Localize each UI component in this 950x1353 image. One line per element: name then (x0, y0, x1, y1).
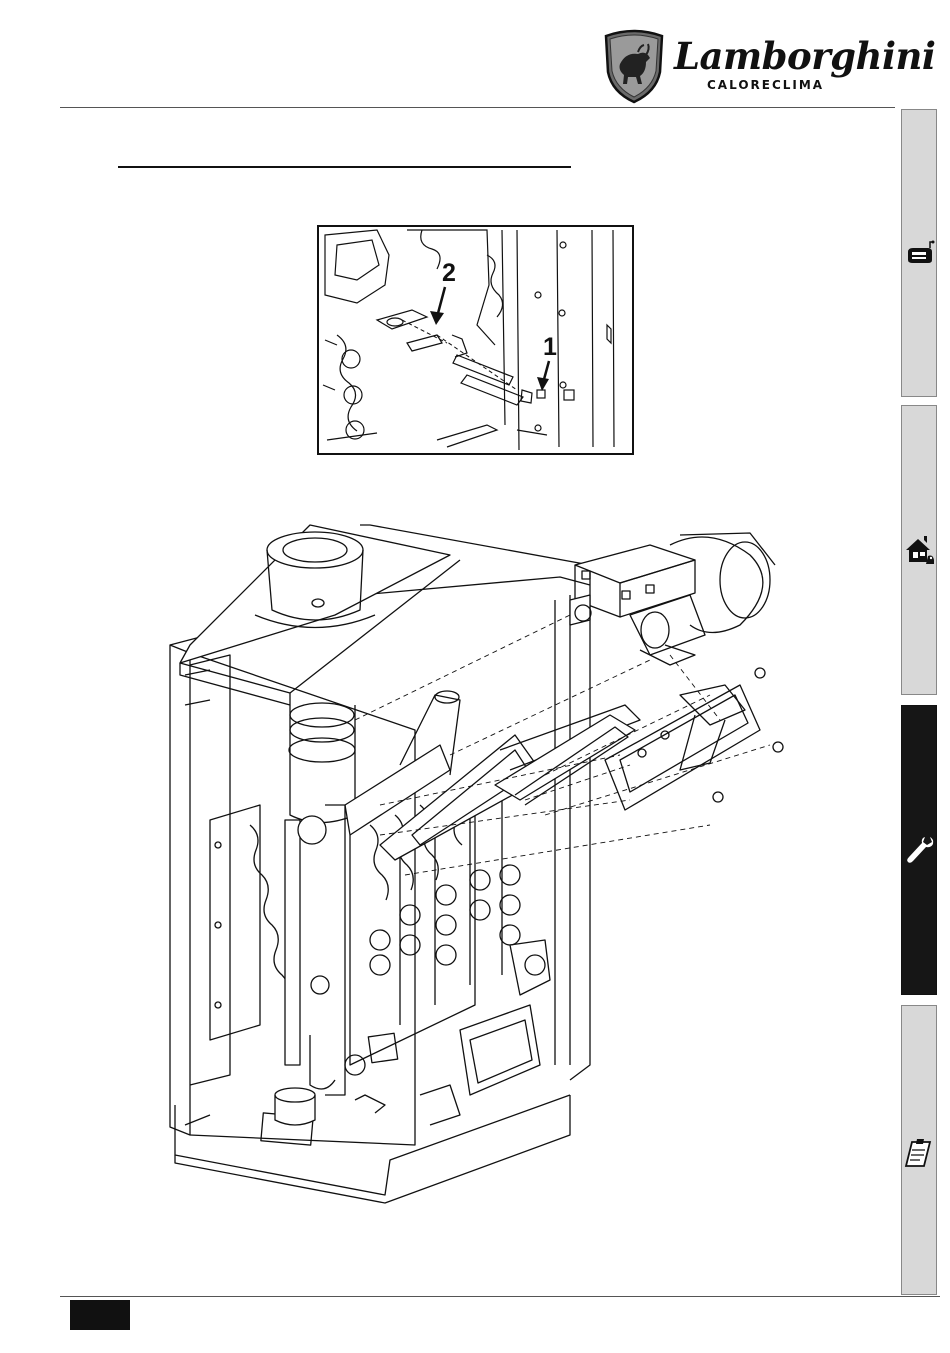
bull-shield-icon (600, 28, 668, 104)
section-tabs (901, 107, 939, 1297)
page-number-block (70, 1300, 130, 1330)
wrench-icon (904, 834, 936, 866)
house-icon (904, 534, 936, 566)
exploded-view-figure (150, 505, 800, 1205)
brand-subtitle: CALORECLIMA (707, 78, 824, 92)
tab-installer[interactable] (901, 405, 937, 695)
section-title-underline (118, 166, 571, 168)
electrode-detail-figure: 2 1 (317, 225, 634, 455)
callout-2-label: 2 (442, 259, 456, 287)
brand-logo: Lamborghini CALORECLIMA (600, 28, 890, 104)
callout-1-label: 1 (543, 333, 557, 361)
tab-user[interactable] (901, 109, 937, 397)
header-divider (60, 107, 895, 108)
boiler-icon (904, 238, 936, 270)
footer-divider (60, 1296, 940, 1297)
brand-wordmark: Lamborghini (674, 34, 935, 78)
clipboard-icon (904, 1136, 936, 1168)
tab-appendix[interactable] (901, 1005, 937, 1295)
tab-service[interactable] (901, 705, 937, 995)
